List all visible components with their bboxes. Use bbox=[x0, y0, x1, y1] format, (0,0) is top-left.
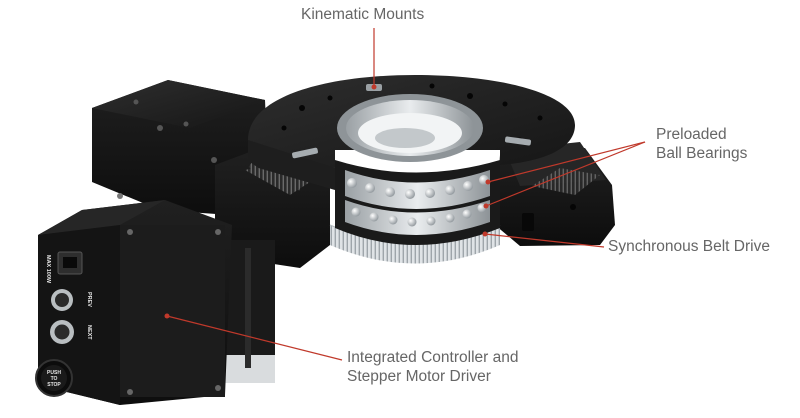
leader-belt bbox=[484, 233, 605, 248]
panel-labels: MAX 100W PREV NEXT PUSH TO STOP bbox=[45, 255, 92, 388]
integrated-controller-label: Integrated Controller and Stepper Motor … bbox=[347, 348, 518, 386]
leader-bearing-upper bbox=[487, 141, 646, 183]
ball-bearings-upper bbox=[347, 175, 489, 199]
stop-label-1: PUSH bbox=[47, 370, 61, 376]
kinematic-mounts-label: Kinematic Mounts bbox=[301, 5, 424, 24]
synchronous-belt-drive-label: Synchronous Belt Drive bbox=[608, 237, 770, 256]
controller-box bbox=[35, 200, 232, 405]
kinematic-mounts-text: Kinematic Mounts bbox=[301, 6, 425, 23]
max-label: MAX 100W bbox=[45, 255, 51, 284]
leader-controller bbox=[166, 315, 343, 361]
prev-label: PREV bbox=[86, 292, 92, 307]
stop-knob bbox=[35, 359, 73, 397]
prev-connector bbox=[51, 289, 73, 311]
leader-dots bbox=[164, 84, 491, 319]
leader-bearing-lower bbox=[485, 141, 646, 207]
stop-label-3: STOP bbox=[47, 382, 61, 388]
leader-lines bbox=[166, 28, 646, 361]
next-label: NEXT bbox=[86, 325, 92, 340]
belt-drive-text: Synchronous Belt Drive bbox=[608, 238, 770, 255]
turntable bbox=[248, 75, 575, 264]
stop-label-2: TO bbox=[51, 376, 58, 382]
controller-line-2: Stepper Motor Driver bbox=[347, 368, 491, 385]
ball-bearings-lower bbox=[351, 203, 487, 227]
next-connector bbox=[50, 320, 74, 344]
bearings-line-2: Ball Bearings bbox=[656, 145, 748, 162]
bearings-line-1: Preloaded bbox=[656, 126, 727, 143]
preloaded-ball-bearings-label: Preloaded Ball Bearings bbox=[656, 125, 747, 163]
controller-line-1: Integrated Controller and bbox=[347, 349, 519, 366]
